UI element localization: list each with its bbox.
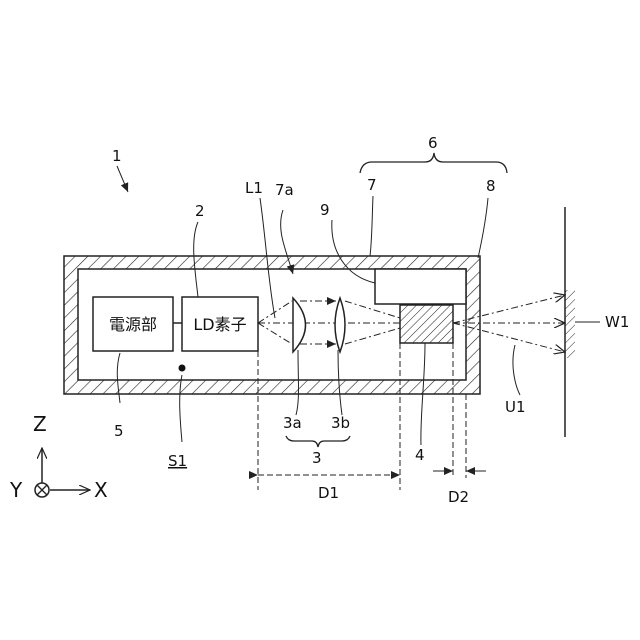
power-unit-label: 電源部 — [109, 315, 157, 334]
lens-unit-brace — [286, 436, 350, 447]
label-6: 6 — [428, 134, 438, 152]
label-w1: W1 — [605, 313, 629, 331]
laser-beam — [258, 301, 400, 344]
label-7a: 7a — [275, 181, 294, 199]
label-3: 3 — [312, 449, 322, 467]
label-8: 8 — [486, 177, 496, 195]
axis-y-label: Y — [9, 478, 23, 502]
label-7: 7 — [367, 176, 377, 194]
label-9: 9 — [320, 201, 330, 219]
axis-indicator — [35, 448, 90, 497]
label-u1: U1 — [505, 398, 526, 416]
label-d2: D2 — [448, 488, 469, 506]
label-5: 5 — [114, 422, 124, 440]
label-3b: 3b — [331, 414, 350, 432]
label-s1: S1 — [168, 452, 187, 470]
label-3a: 3a — [283, 414, 302, 432]
label-ld-ref: 2 — [195, 202, 205, 220]
holder-block — [375, 269, 466, 304]
target-surface — [565, 207, 575, 437]
label-4: 4 — [415, 446, 425, 464]
label-device: 1 — [112, 147, 122, 165]
space-marker-dot — [179, 365, 186, 372]
label-l1: L1 — [245, 179, 263, 197]
lens-3b — [335, 298, 345, 352]
axis-z-label: Z — [33, 412, 47, 436]
label-d1: D1 — [318, 484, 339, 502]
axis-x-label: X — [94, 478, 108, 502]
ld-element-label: LD素子 — [193, 315, 246, 334]
optical-element — [400, 305, 453, 343]
assembly-brace — [360, 153, 507, 173]
